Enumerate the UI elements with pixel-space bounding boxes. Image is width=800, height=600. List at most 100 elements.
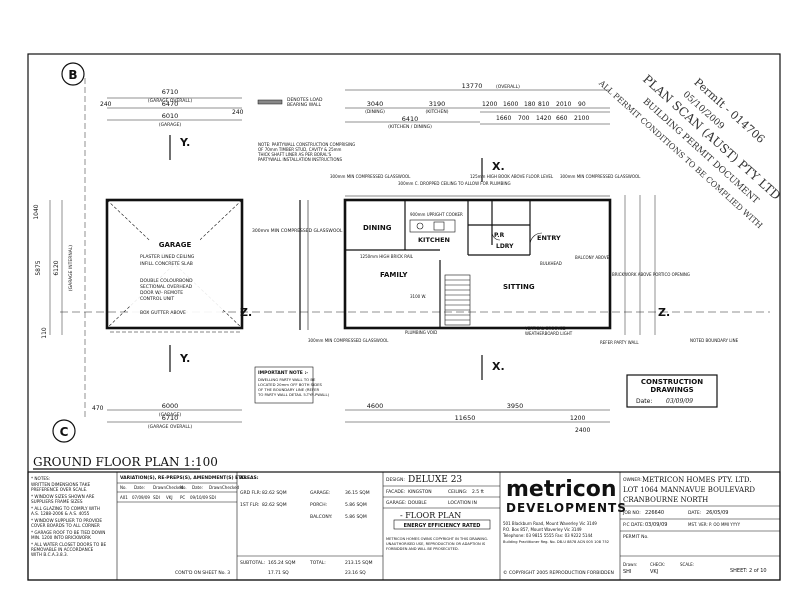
pc-value: 03/09/09 xyxy=(645,522,667,528)
construction-date: 03/09/09 xyxy=(666,398,693,405)
dim-1200: 1200 xyxy=(570,415,585,422)
room-ldry: LDRY xyxy=(496,243,514,250)
note-balcony: BALCONY ABOVE xyxy=(575,255,610,260)
permit-label: PERMIT No. xyxy=(623,534,649,540)
area-sq1: 17.71 SQ xyxy=(268,570,289,576)
important-body-3: OF THE BOUNDARY LINE (REFER xyxy=(258,387,319,392)
dim-5875: 5875 xyxy=(35,260,42,275)
note-bench: 125mm HIGH BOOK ABOVE FLOOR LEVEL xyxy=(470,174,554,179)
dim-3950: 3950 xyxy=(507,402,524,410)
owner-label: OWNER: xyxy=(623,477,642,483)
note-vertical-gn-2: WEATHERBOARD LIGHT xyxy=(525,331,573,336)
house-outer-walls xyxy=(343,198,612,330)
design-value: DELUXE 23 xyxy=(408,475,462,485)
load-bearing-legend-swatch xyxy=(257,99,283,105)
denotes-load-bearing-1: DENOTES LOAD xyxy=(287,97,323,103)
facade-label: FACADE: xyxy=(386,489,405,495)
note-ceiling-drop: 300mm C. DROPPED CEILING TO ALLOW FOR PL… xyxy=(398,181,511,186)
area-total: 213.15 SQM xyxy=(345,560,373,566)
seg-2010: 2010 xyxy=(556,101,571,108)
scale-label: SCALE: xyxy=(680,562,694,567)
note-glasswool-right: 300mm MIN COMPRESSED GLASSWOOL xyxy=(560,174,641,179)
var-r1-drawn: SDI xyxy=(153,495,160,500)
note-6: * ALL WATER CLOSET DOORS TO BE xyxy=(31,542,107,547)
garage-notes-bg xyxy=(130,253,222,319)
room-entry: ENTRY xyxy=(537,234,561,242)
var-col-date: Date: xyxy=(134,485,145,490)
area-garage-label: GARAGE: xyxy=(310,490,330,496)
note-refer-pwall: REFER PARTY WALL xyxy=(600,340,639,345)
copyright-3: FORBIDDEN AND WILL BE PROSECUTED. xyxy=(386,547,459,551)
garage-note-5: DOOR W/- REMOTE xyxy=(140,290,183,296)
design-label: DESIGN: xyxy=(386,477,405,483)
important-body-4: TO PARTY WALL DETAIL 5-TYP-PWALL) xyxy=(257,392,330,397)
var-r1-no2: PC xyxy=(180,495,185,500)
var-col-drawn2: Drawn xyxy=(209,485,222,490)
garage-diagonal-2 xyxy=(106,199,243,329)
area-grd-label: GRD FLR: xyxy=(240,490,261,496)
dim-kitchen-dining-note: (KITCHEN / DINING) xyxy=(388,124,432,130)
area-sq2: 23.16 SQ xyxy=(345,570,366,576)
var-r1-drawn2: SDI xyxy=(209,495,216,500)
var-col-date2: Date: xyxy=(192,485,203,490)
seg-1420: 1420 xyxy=(536,115,551,122)
area-subtotal-label: SUBTOTAL: xyxy=(240,560,265,566)
drawn-value: SHI xyxy=(623,569,631,575)
var-col-drawn: Drawn xyxy=(153,485,166,490)
garage-note-1: PLASTER LINED CEILING xyxy=(140,254,195,260)
note-vertical-gn: VERTICAL GROOVED xyxy=(525,326,566,331)
room-family: FAMILY xyxy=(380,271,408,279)
areas-header: AREAS: xyxy=(240,475,259,481)
note-upright-cooker: 900mm UPRIGHT COOKER xyxy=(410,212,463,217)
area-balcony-label: BALCONY: xyxy=(310,514,332,520)
ceiling-value: 2.5 ft xyxy=(472,489,484,495)
job-value: 226640 xyxy=(645,510,664,516)
marker-y-bottom: Y. xyxy=(179,352,190,365)
entry-door-swing xyxy=(529,232,543,246)
location-label: LOCATION IN xyxy=(448,500,477,506)
brand-sub: DEVELOPMENTS xyxy=(506,501,627,515)
garage-walls xyxy=(105,198,244,330)
area-first: 82.62 SQM xyxy=(262,502,287,508)
garage-note-3: DOUBLE COLOURBOND xyxy=(140,278,193,284)
dim-overall-note: (OVERALL) xyxy=(496,84,520,90)
garage-note-6: CONTROL UNIT xyxy=(140,296,174,302)
dim-6710: 6710 xyxy=(162,414,179,422)
note-3: * ALL GLAZING TO COMPLY WITH xyxy=(31,506,100,511)
dim-6120: 6120 xyxy=(53,260,60,275)
dim-bottom-garage-note: (GARAGE) xyxy=(159,412,182,418)
area-balcony: 5.86 SQM xyxy=(345,514,367,520)
marker-x-bottom: X. xyxy=(492,360,505,373)
var-r1-date2: 09/10/09 xyxy=(190,495,208,500)
note-party-wall-4: PARTYWALL INSTALLATION INSTRUCTIONS xyxy=(258,157,342,162)
note-6b: REMOVABLE IN ACCORDANCE xyxy=(31,547,94,552)
construction-title-2: DRAWINGS xyxy=(650,386,693,394)
note-boundary: NOTED BOUNDARY LINE xyxy=(690,338,739,343)
garage-type-value: DOUBLE xyxy=(408,500,427,506)
note-4: * WINDOW SUPPLIER TO PROVIDE xyxy=(31,518,102,523)
seg-660: 660 xyxy=(556,115,568,122)
note-glasswool-top: 300mm MIN COMPRESSED GLASSWOOL xyxy=(330,174,411,179)
dim-240-right: 240 xyxy=(232,109,244,116)
note-2: * WINDOW SIZES SHOWN ARE xyxy=(31,494,95,499)
marker-y-top: Y. xyxy=(179,136,190,149)
section-marker-c xyxy=(52,419,76,443)
note-6c: WITH B.C.A.3.8.3. xyxy=(31,552,68,557)
brand-addr-4: Building Practitioner Reg. No. DB-U 8878… xyxy=(503,540,609,544)
date-value: 26/05/09 xyxy=(706,510,728,516)
construction-drawings-box xyxy=(626,374,718,408)
var-r1-date: 07/09/09 xyxy=(132,495,150,500)
dim-6470: 6470 xyxy=(162,100,179,108)
sheet-number: SHEET: 2 of 10 xyxy=(730,568,767,574)
dim-garage-overall: 6710 xyxy=(162,88,179,96)
note-party-wall-3: THICK SHAFT LINER AS PER BORAL'S xyxy=(257,152,332,157)
dim-4600: 4600 xyxy=(367,402,384,410)
var-r1-no: A01 xyxy=(120,495,128,500)
var-col-checked2: Checked xyxy=(222,485,240,490)
doc-type: - FLOOR PLAN xyxy=(400,511,461,520)
note-brickwork: BRICKWORK ABOVE PORTICO OPENING xyxy=(612,272,690,277)
note-1b-line1: WRITTEN DIMENSIONS TAKE xyxy=(31,482,90,487)
floor-plan-title: GROUND FLOOR PLAN 1:100 xyxy=(33,455,218,469)
brand-addr-2: P.O. Box 857, Mount Waverley Vic 3149 xyxy=(503,527,582,532)
seg-1200: 1200 xyxy=(482,101,497,108)
